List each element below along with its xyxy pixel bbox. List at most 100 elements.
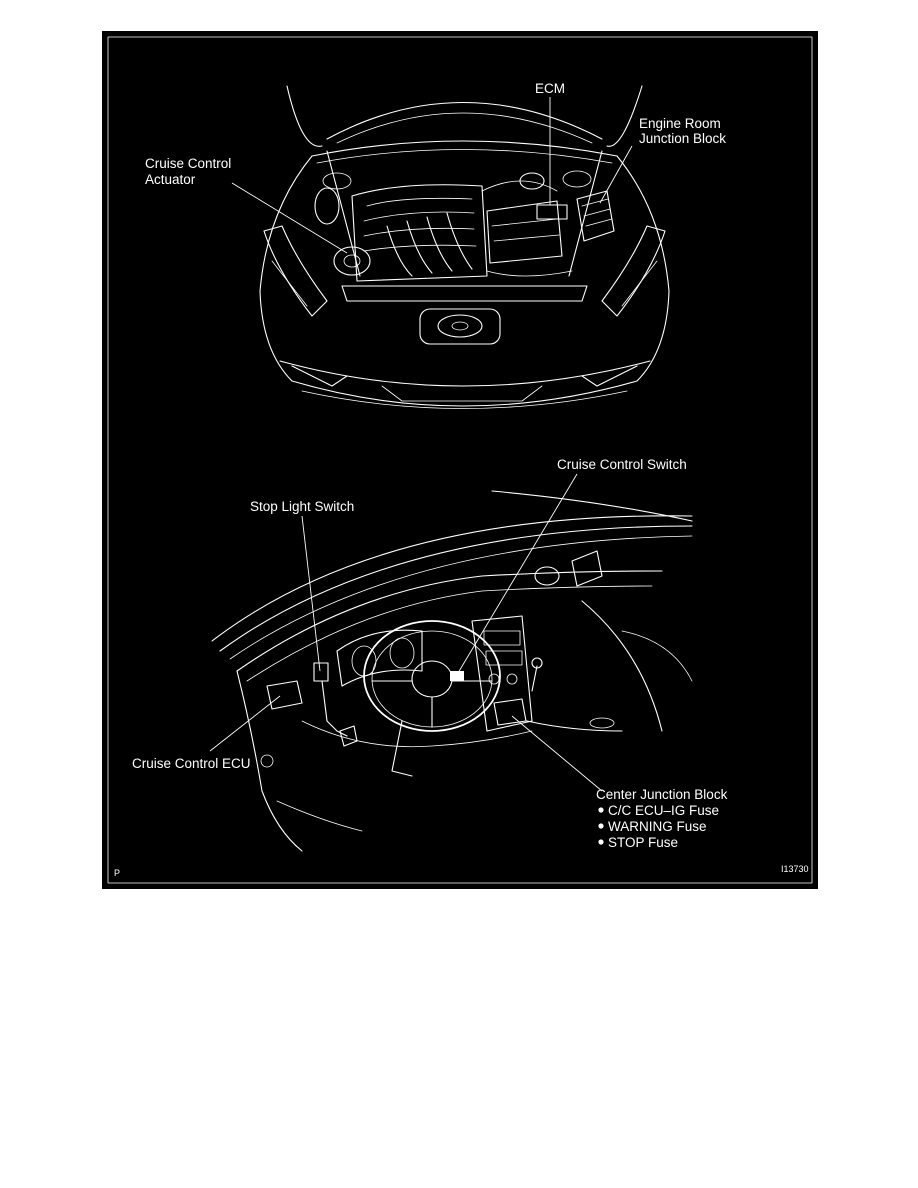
inlet-left	[291, 365, 348, 387]
engine-room-jb-label-line1: Engine Room	[639, 116, 721, 131]
figure-code: I13730	[781, 864, 809, 874]
engine-line-3	[363, 227, 475, 237]
hood-inner-line	[336, 112, 593, 144]
inner-frame	[107, 36, 813, 884]
hood-left-edge	[286, 85, 323, 147]
hood-underside	[326, 101, 603, 140]
inlet-right	[581, 365, 638, 387]
cruise-switch-label: Cruise Control Switch	[557, 457, 687, 472]
dashboard-top	[236, 570, 663, 672]
headlight-left-detail	[271, 260, 308, 307]
pedal-pad	[339, 725, 358, 747]
emblem-inner	[451, 321, 469, 331]
reservoir-left	[314, 187, 340, 225]
hvac-knob-2	[506, 673, 518, 685]
engine-room-jb-leader	[599, 145, 633, 204]
steering-column	[391, 720, 413, 777]
engine-room-junction-block	[576, 190, 615, 242]
instrument-cluster	[336, 629, 423, 687]
steering-wheel	[363, 620, 501, 732]
headlight-left	[263, 225, 328, 317]
side-mirror-mount	[571, 550, 603, 587]
body-left	[259, 155, 313, 382]
intake-runner-3	[426, 216, 453, 272]
hood-right-edge	[606, 85, 643, 147]
intake-runner-2	[406, 220, 433, 274]
engine-line-2	[363, 211, 475, 222]
engine-room-jb-label-line2: Junction Block	[639, 131, 726, 146]
interior-illustration	[211, 490, 693, 852]
windshield-top-3	[229, 535, 693, 660]
cruise-ecu-label: Cruise Control ECU	[132, 756, 251, 771]
stop-light-switch-leader	[301, 515, 321, 672]
shift-lever	[531, 665, 538, 692]
cowl	[311, 140, 618, 157]
windshield-top-2	[219, 525, 693, 652]
radio-unit	[483, 630, 521, 646]
intake-runner-1	[386, 225, 413, 277]
hose-1	[486, 270, 573, 277]
ecm-box	[536, 204, 568, 220]
stop-light-switch-label: Stop Light Switch	[250, 499, 354, 514]
engine-bay-illustration	[259, 85, 670, 409]
stop-light-switch	[313, 662, 329, 682]
bumper-lip	[301, 390, 628, 409]
cruise-actuator	[333, 246, 371, 276]
kick-bolt	[260, 754, 274, 768]
center-junction-block	[493, 698, 527, 726]
fuse-item: WARNING Fuse	[608, 819, 707, 834]
cruise-ecu-leader	[209, 695, 281, 752]
jb-detail-2	[583, 208, 611, 217]
body-right	[616, 155, 670, 382]
hvac-unit	[485, 650, 523, 666]
strut-right	[568, 150, 603, 277]
upper-leader-lines	[231, 97, 633, 254]
air-cleaner-line	[491, 218, 558, 227]
windshield-top	[211, 515, 693, 642]
center-console	[471, 615, 533, 732]
lower-grille	[381, 385, 543, 402]
dashboard-top-2	[246, 585, 653, 682]
bullet	[598, 823, 604, 829]
air-cleaner-line2	[493, 234, 560, 242]
cruise-control-switch	[450, 671, 464, 681]
front-panel	[419, 308, 501, 345]
cruise-actuator-leader	[231, 182, 348, 254]
cowl-inner	[316, 149, 613, 164]
engine-line-1	[366, 197, 473, 207]
cruise-switch-leader	[457, 473, 578, 674]
kick-panel	[236, 670, 303, 852]
fuse-item: C/C ECU–IG Fuse	[608, 803, 719, 818]
steering-hub	[411, 660, 453, 698]
diagram-svg: ECM Engine Room Junction Block Cruise Co…	[107, 36, 813, 884]
cruise-control-ecu	[266, 680, 303, 710]
air-cleaner	[486, 200, 563, 264]
strut-tower-right	[562, 170, 592, 188]
center-jb-title: Center Junction Block	[596, 787, 728, 802]
fuse-item: STOP Fuse	[608, 835, 678, 850]
door-detail	[621, 630, 693, 682]
jb-detail-1	[581, 198, 609, 207]
roofline	[491, 490, 693, 522]
headlight-right	[601, 225, 666, 317]
center-jb-fuse-list: C/C ECU–IG Fuse WARNING Fuse STOP Fuse	[598, 803, 719, 850]
diagram-panel: ECM Engine Room Junction Block Cruise Co…	[102, 31, 818, 889]
engine-block	[351, 184, 488, 282]
hvac-knob-1	[488, 673, 500, 685]
side-vent	[534, 566, 560, 586]
emblem	[437, 314, 483, 338]
cruise-actuator-inner	[343, 254, 361, 268]
ecm-label: ECM	[535, 81, 565, 96]
headlight-right-detail	[621, 260, 658, 307]
floor-line	[276, 800, 363, 832]
radiator-support	[341, 285, 588, 302]
center-jb-leader	[511, 715, 603, 792]
corner-left-mark: P	[114, 868, 120, 878]
cupholder	[589, 717, 615, 729]
cruise-actuator-label-line1: Cruise Control	[145, 156, 231, 171]
shift-knob	[531, 657, 543, 669]
console-side	[526, 720, 623, 732]
strut-tower-left	[322, 172, 352, 190]
bullet	[598, 839, 604, 845]
front-bumper-lower	[291, 380, 638, 407]
